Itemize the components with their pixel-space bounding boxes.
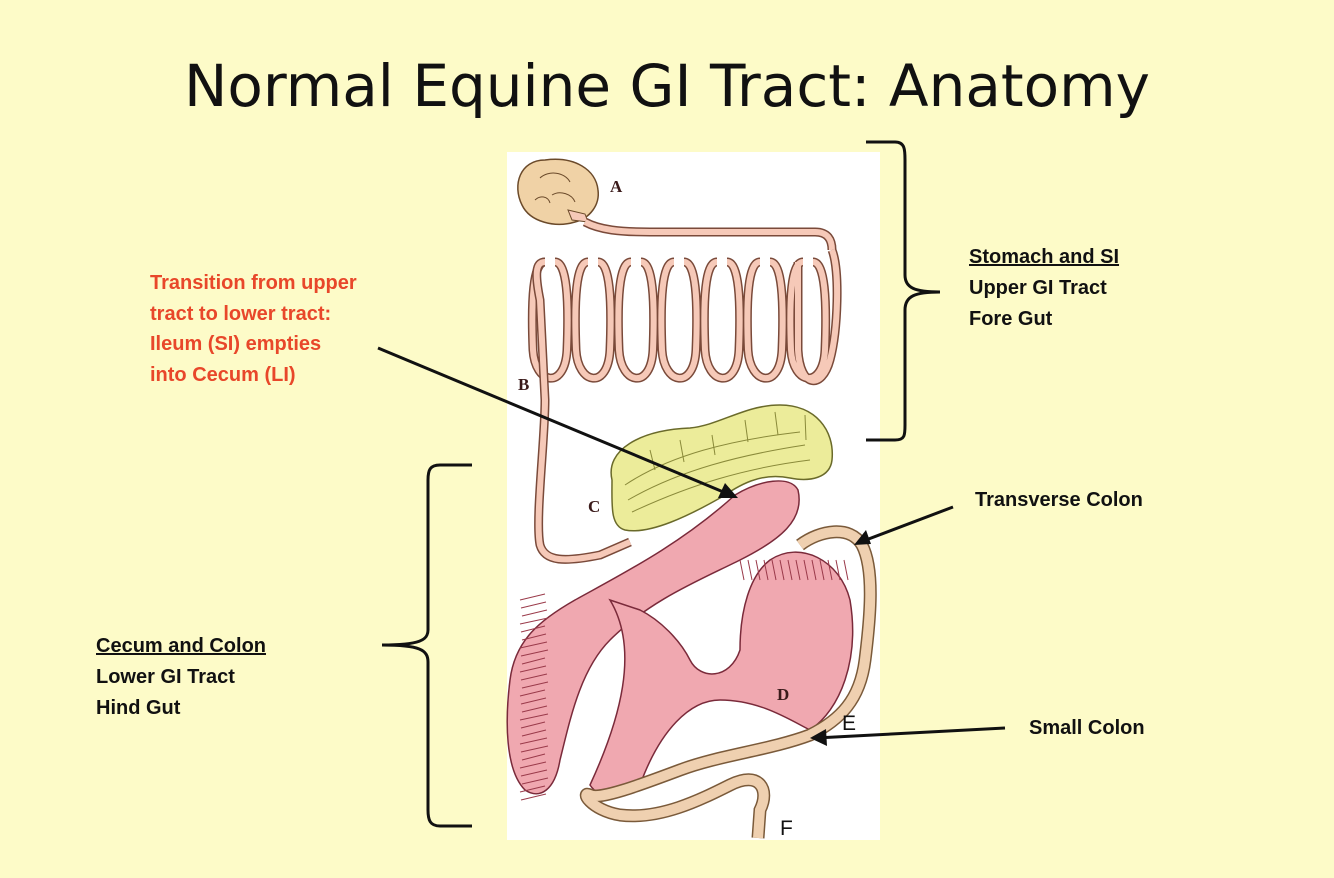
upper-group-line2: Fore Gut	[969, 308, 1053, 330]
small-colon-label: Small Colon	[1029, 717, 1145, 739]
transition-note-line2: tract to lower tract:	[150, 302, 332, 325]
small-intestine	[527, 217, 842, 564]
transition-note-line4: into Cecum (LI)	[150, 363, 296, 386]
stomach	[517, 158, 599, 225]
transition-note-line1: Transition from upper	[150, 272, 357, 294]
transition-arrow	[377, 346, 734, 498]
transition-note-line3: Ileum (SI) empties	[150, 333, 322, 355]
transverse-colon-arrowhead	[854, 530, 871, 545]
lower-group-heading: Cecum and Colon	[96, 635, 267, 657]
label-c: C	[588, 497, 600, 516]
upper-group-line1: Upper GI Tract	[969, 277, 1107, 299]
small-colon-arrow	[815, 726, 1006, 740]
transverse-colon-label: Transverse Colon	[975, 489, 1143, 511]
upper-group-label: Stomach and SI Upper GI Tract Fore Gut	[969, 242, 1119, 335]
label-f: F	[780, 817, 793, 840]
lower-group-line2: Hind Gut	[96, 697, 181, 719]
upper-group-heading: Stomach and SI	[969, 246, 1120, 268]
label-a: A	[610, 177, 623, 196]
lower-group-label: Cecum and Colon Lower GI Tract Hind Gut	[96, 631, 266, 724]
label-d: D	[777, 685, 789, 704]
large-colon	[506, 480, 854, 801]
small-colon	[579, 525, 877, 839]
upper-brace	[866, 140, 941, 442]
small-intestine-loops	[529, 248, 841, 384]
colon-haustra	[519, 559, 849, 801]
lower-brace	[381, 463, 472, 828]
cecum	[610, 404, 833, 532]
page-title: Normal Equine GI Tract: Anatomy	[184, 52, 1150, 120]
small-colon-arrowhead	[810, 729, 827, 746]
transition-note: Transition from upper tract to lower tra…	[150, 268, 357, 390]
label-b: B	[518, 375, 529, 394]
label-e: E	[842, 712, 856, 735]
lower-group-line1: Lower GI Tract	[96, 666, 235, 688]
transition-arrowhead	[718, 483, 738, 498]
transverse-colon-arrow	[857, 505, 954, 545]
